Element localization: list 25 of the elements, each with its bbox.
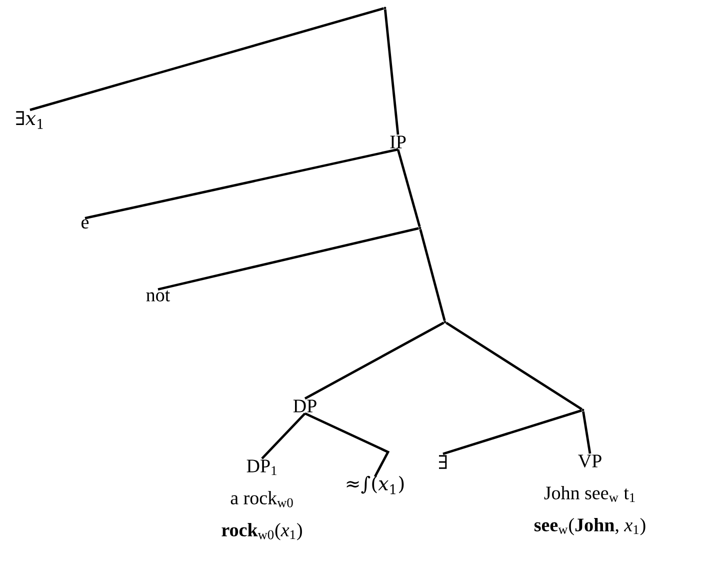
tree-label: e — [82, 219, 89, 229]
tree-label: IP — [390, 136, 406, 148]
tree-branch — [442, 409, 582, 456]
tree-branch — [304, 412, 390, 478]
tree-branch — [446, 322, 582, 410]
tree-branch — [304, 322, 444, 400]
tree-label: ∃ — [439, 455, 447, 469]
tree-label: DP$_{1}$ a rock$_{w0}$ rock$_{w0}$(x$_{1}$) — [222, 460, 302, 540]
branch-point — [444, 320, 446, 324]
tree-branch — [84, 148, 398, 220]
tree-branch — [582, 411, 592, 454]
tree-branch — [158, 227, 419, 291]
tree-branch — [30, 7, 384, 112]
branch-point — [582, 408, 584, 412]
tree-label: DP — [293, 400, 316, 412]
branch-point — [418, 226, 422, 230]
tree-branch — [419, 229, 446, 321]
tree-label: VP John see$_{w}$ t$_{1}$ see$_{w}$(John, x$_{1}$) — [534, 454, 646, 536]
tree-branch — [384, 9, 400, 135]
tree-branch — [396, 149, 421, 227]
tree-label: ≈∫(x$_{1}$) — [346, 476, 404, 494]
tree-label: not — [146, 290, 170, 302]
tree-branch — [261, 412, 306, 460]
tree-label: ∃x$_{1}$ — [16, 111, 43, 129]
branch-point — [384, 6, 386, 10]
